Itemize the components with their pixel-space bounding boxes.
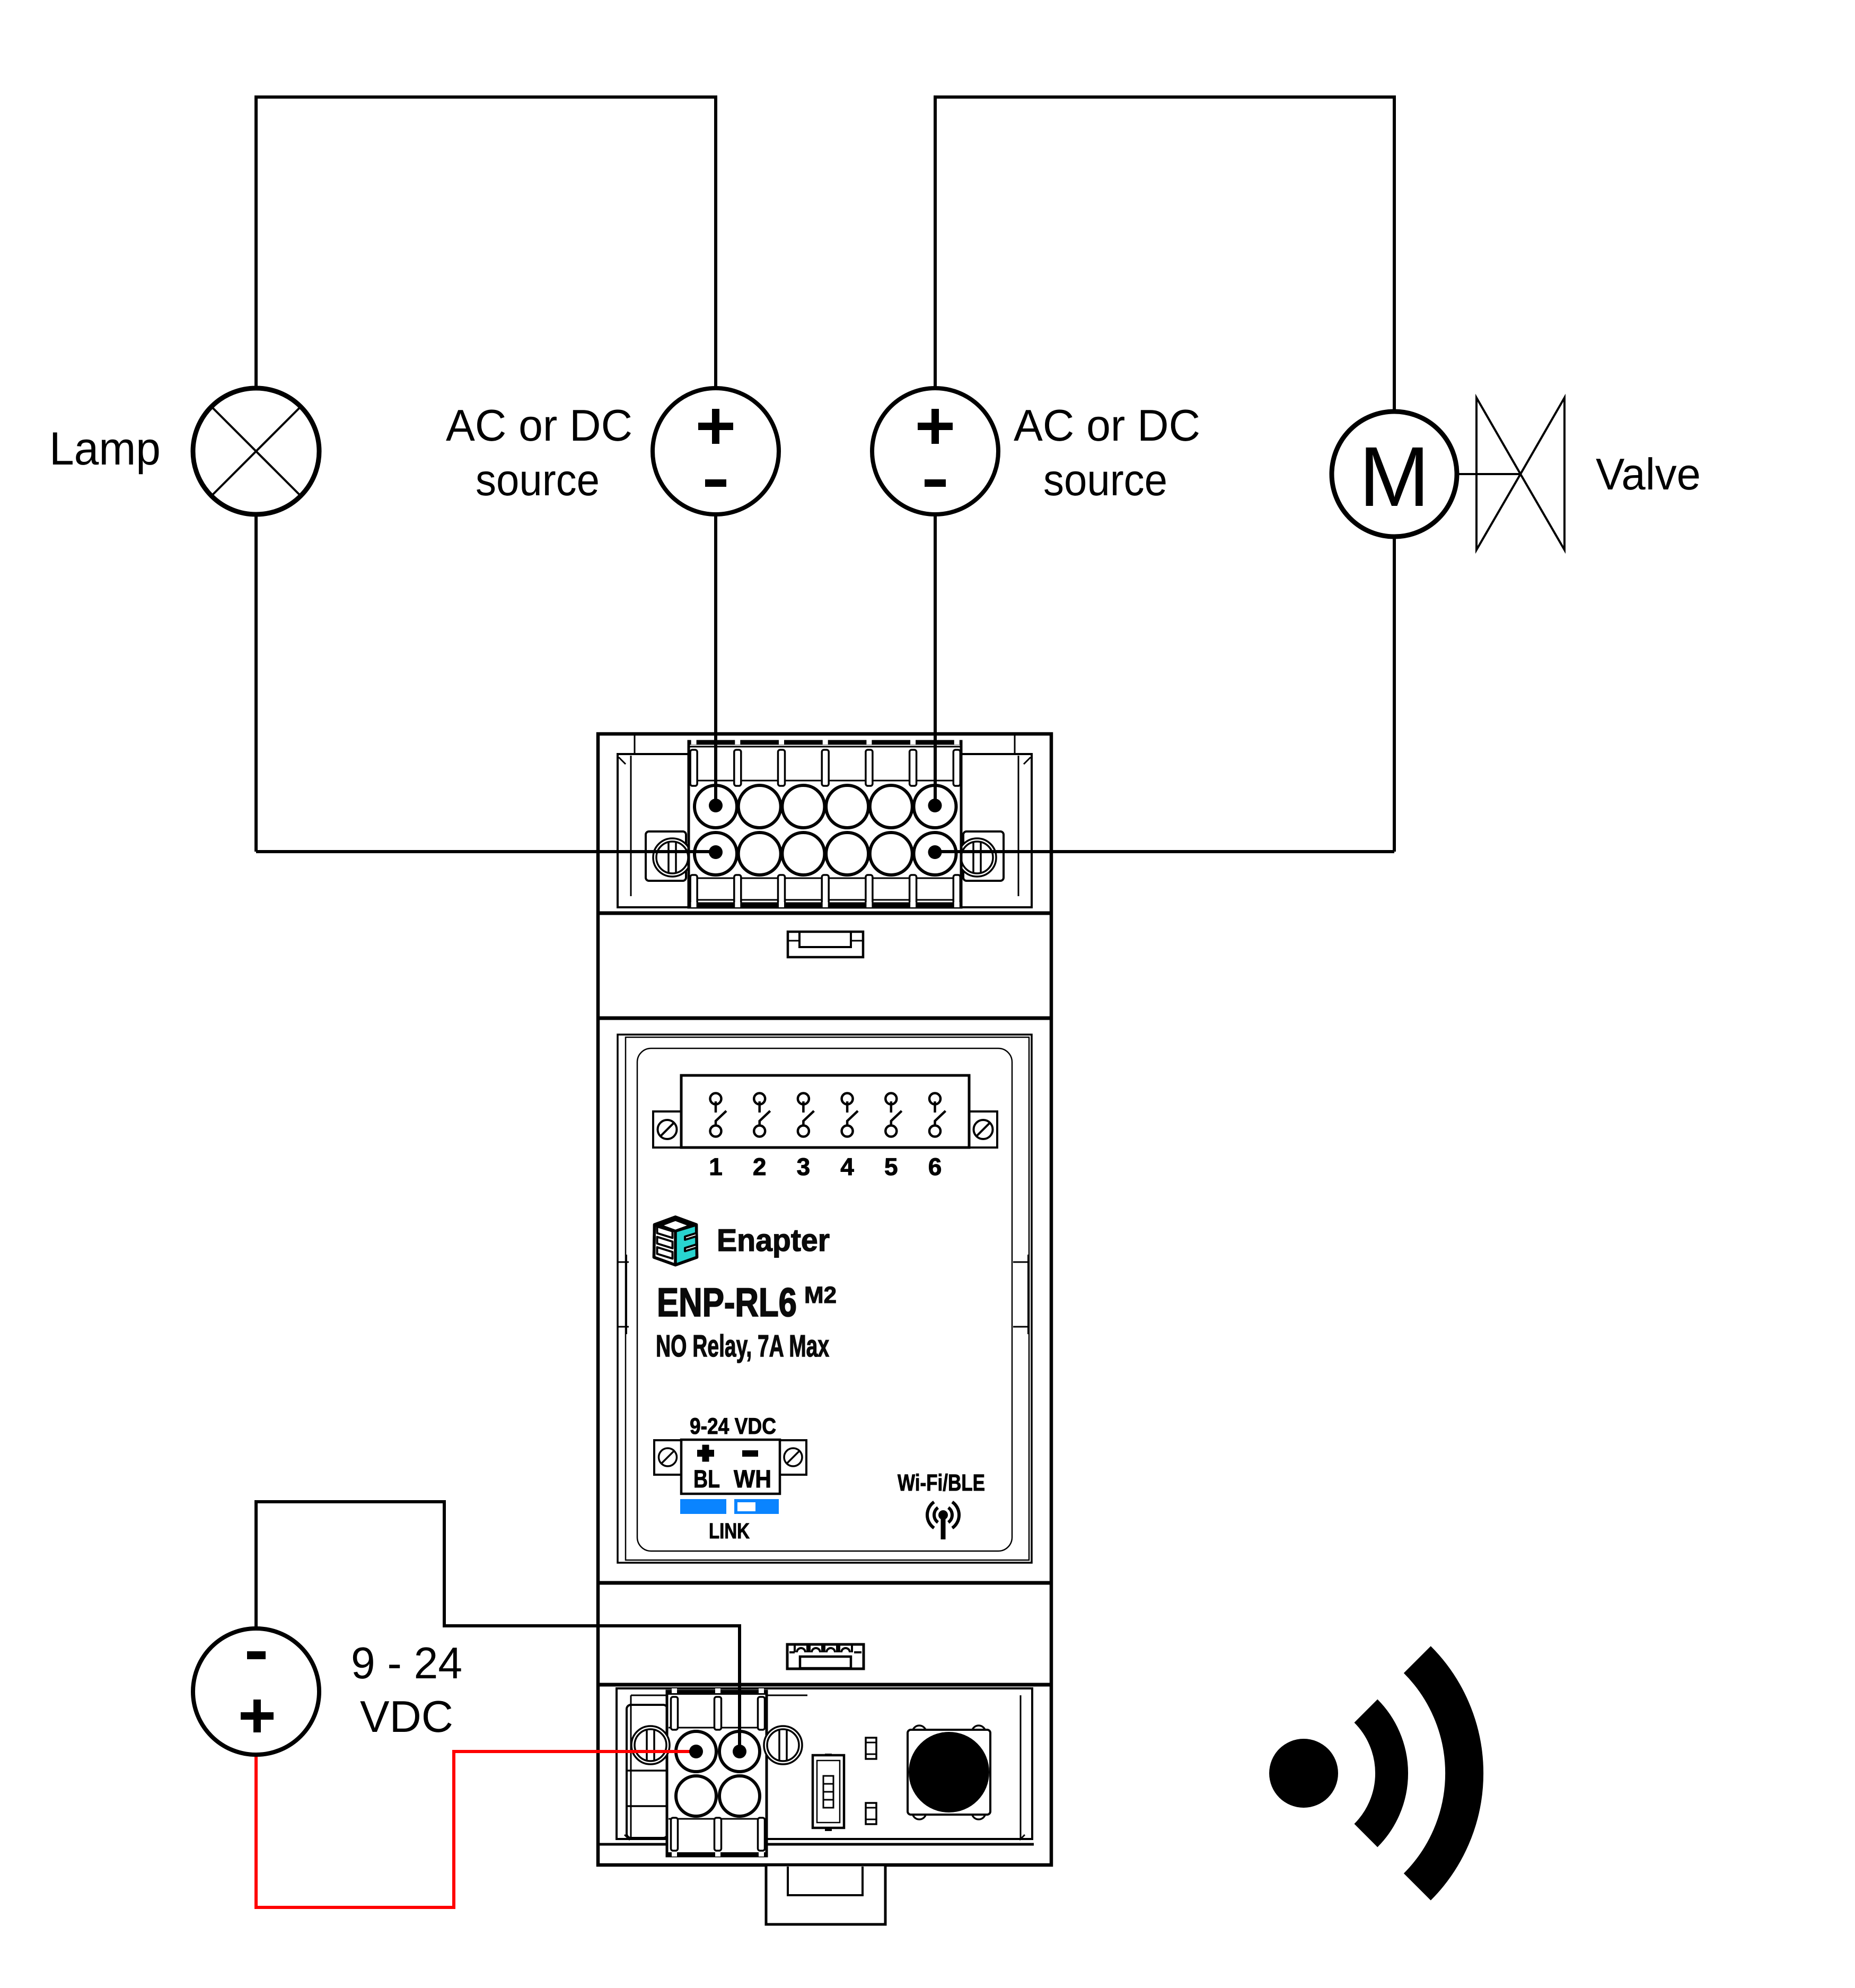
svg-text:Wi-Fi/BLE: Wi-Fi/BLE — [898, 1470, 985, 1496]
svg-text:AC or DC: AC or DC — [1014, 400, 1200, 450]
svg-text:Valve: Valve — [1596, 449, 1701, 499]
svg-text:AC or DC: AC or DC — [446, 400, 632, 450]
svg-text:WH: WH — [734, 1465, 771, 1493]
svg-text:1: 1 — [709, 1153, 723, 1180]
svg-text:6: 6 — [928, 1153, 942, 1180]
svg-text:ENP-RL6: ENP-RL6 — [657, 1280, 797, 1325]
svg-text:Enapter: Enapter — [717, 1223, 830, 1258]
svg-text:2: 2 — [753, 1153, 767, 1180]
svg-text:M: M — [1359, 429, 1429, 524]
svg-text:9-24 VDC: 9-24 VDC — [690, 1414, 776, 1439]
svg-text:Lamp: Lamp — [49, 422, 161, 475]
svg-text:9 - 24: 9 - 24 — [351, 1638, 462, 1688]
svg-text:LINK: LINK — [709, 1519, 750, 1543]
svg-text:4: 4 — [840, 1153, 854, 1180]
svg-text:M2: M2 — [804, 1282, 837, 1308]
svg-text:BL: BL — [693, 1465, 720, 1493]
svg-text:source: source — [476, 455, 600, 505]
svg-text:source: source — [1043, 455, 1167, 505]
svg-text:3: 3 — [797, 1153, 811, 1180]
svg-text:NO Relay, 7A Max: NO Relay, 7A Max — [656, 1329, 829, 1363]
svg-text:5: 5 — [884, 1153, 898, 1180]
svg-text:VDC: VDC — [360, 1692, 453, 1741]
